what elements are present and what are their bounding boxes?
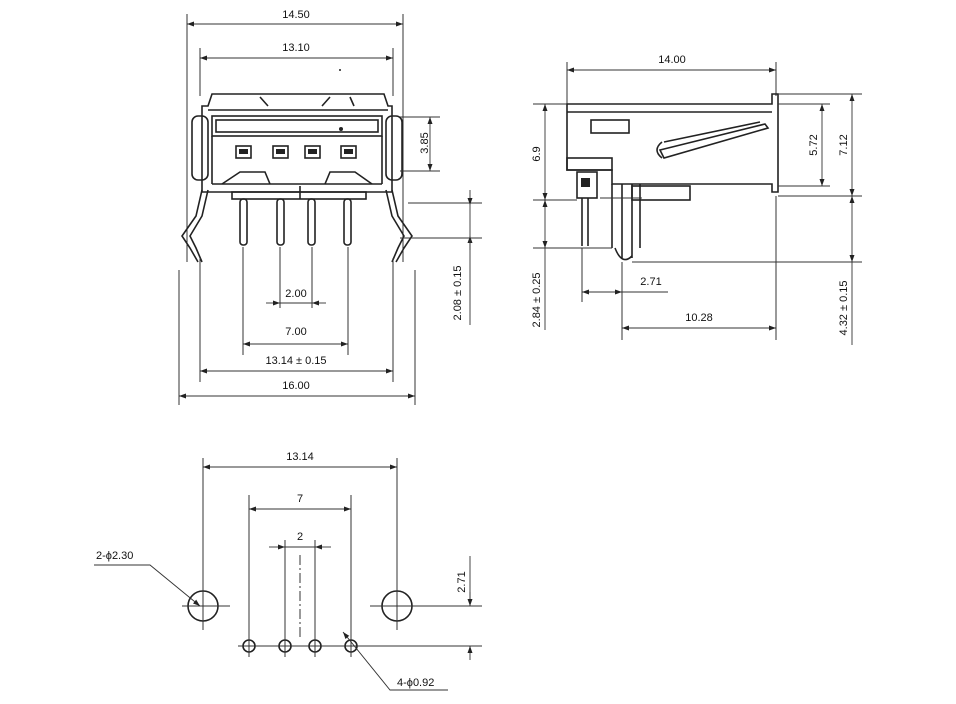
small-holes-label: 4-ϕ0.92 <box>397 677 434 689</box>
dim-3-85-label: 3.85 <box>419 132 431 153</box>
dim-2-84-label: 2.84 ± 0.25 <box>531 273 543 328</box>
dim-7-label: 7 <box>297 493 303 505</box>
dim-6-9-label: 6.9 <box>531 146 543 161</box>
front-shell <box>201 93 393 193</box>
dim-2-00-label: 2.00 <box>285 288 306 300</box>
dim-13-14-footprint-label: 13.14 <box>286 451 314 463</box>
dim-14-00-label: 14.00 <box>658 54 686 66</box>
dim-16-00-label: 16.00 <box>282 380 310 392</box>
side-view: 14.00 6.9 2.84 ± 0.25 5.72 7.12 <box>531 54 862 345</box>
dim-10-28-label: 10.28 <box>685 312 713 324</box>
dim-13-14-label: 13.14 ± 0.15 <box>265 355 326 367</box>
dim-2-71-side-label: 2.71 <box>640 276 661 288</box>
dim-5-72-label: 5.72 <box>808 134 820 155</box>
dim-2-label: 2 <box>297 531 303 543</box>
dim-2-08-label: 2.08 ± 0.15 <box>452 266 464 321</box>
dim-7-12-label: 7.12 <box>838 134 850 155</box>
dim-13-10-label: 13.10 <box>282 42 310 54</box>
dim-14-50-label: 14.50 <box>282 9 310 21</box>
dim-2-71-footprint-label: 2.71 <box>456 571 468 592</box>
dim-7-00-label: 7.00 <box>285 326 306 338</box>
front-view: 14.50 13.10 <box>178 9 482 405</box>
large-holes-label: 2-ϕ2.30 <box>96 550 133 562</box>
dim-4-32-label: 4.32 ± 0.15 <box>838 281 850 336</box>
footprint-view: 13.14 7 2 2.71 <box>94 451 482 691</box>
side-body <box>566 93 779 193</box>
